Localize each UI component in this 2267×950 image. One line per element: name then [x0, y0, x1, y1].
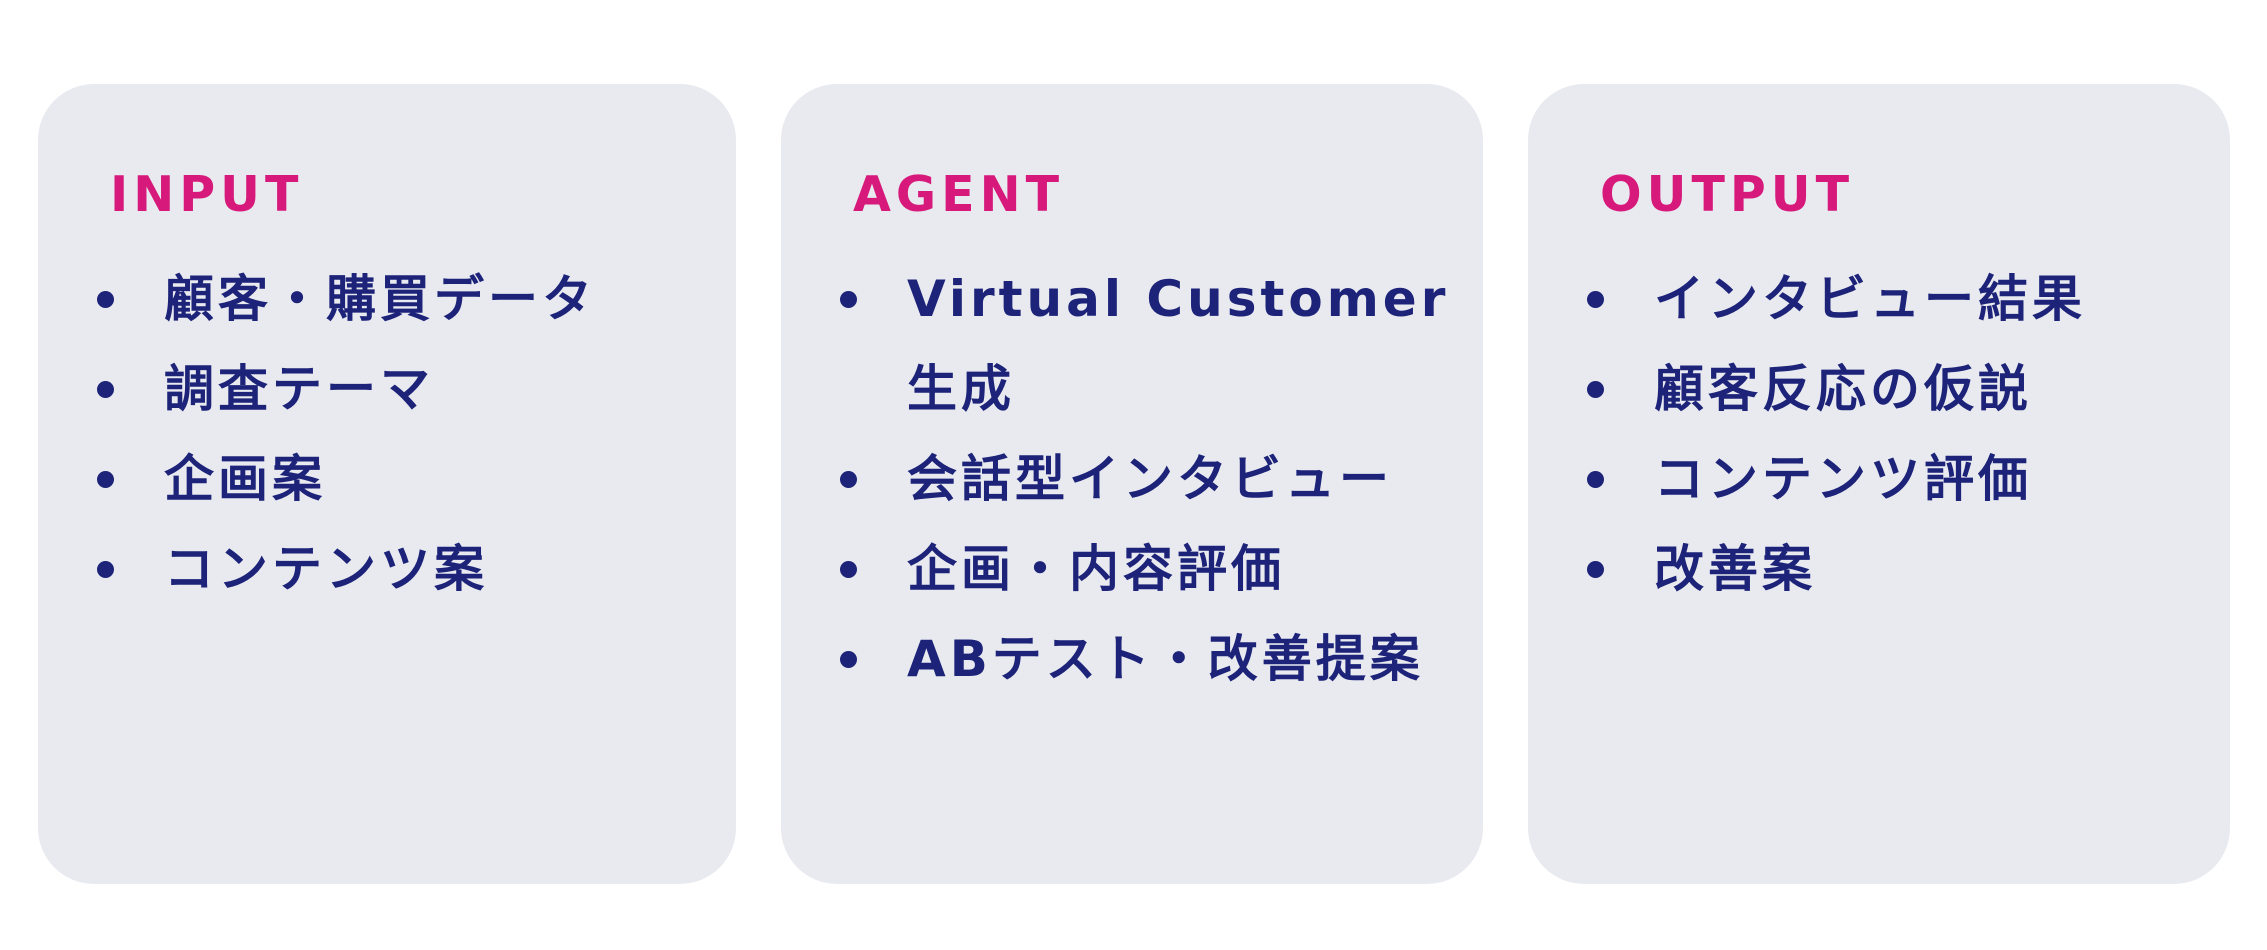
list-item-label: 顧客・購買データ [164, 270, 596, 328]
output-item-list: インタビュー結果 顧客反応の仮説 コンテンツ評価 改善案 [1528, 254, 2200, 614]
input-item-list: 顧客・購買データ 調査テーマ 企画案 コンテンツ案 [38, 254, 706, 614]
list-item-label: ABテスト・改善提案 [907, 630, 1424, 688]
list-item: ABテスト・改善提案 [781, 614, 1453, 704]
bullet-icon [1587, 471, 1604, 488]
bullet-icon [97, 291, 114, 308]
bullet-icon [97, 381, 114, 398]
output-card: OUTPUT インタビュー結果 顧客反応の仮説 コンテンツ評価 改善案 [1528, 84, 2230, 884]
input-card: INPUT 顧客・購買データ 調査テーマ 企画案 コンテンツ案 [38, 84, 736, 884]
list-item-label: 企画案 [164, 450, 326, 508]
list-item-label: コンテンツ案 [164, 540, 488, 598]
bullet-icon [1587, 381, 1604, 398]
list-item: コンテンツ案 [38, 524, 706, 614]
list-item: 会話型インタビュー [781, 434, 1453, 524]
list-item-label: 顧客反応の仮説 [1654, 360, 2032, 418]
bullet-icon [1587, 561, 1604, 578]
list-item: Virtual Customer 生成 [781, 254, 1453, 434]
bullet-icon [840, 561, 857, 578]
bullet-icon [97, 471, 114, 488]
list-item-label: 調査テーマ [164, 360, 434, 418]
list-item-label: 改善案 [1654, 540, 1816, 598]
list-item-label: インタビュー結果 [1654, 270, 2086, 328]
list-item: 企画・内容評価 [781, 524, 1453, 614]
list-item-label: コンテンツ評価 [1654, 450, 2032, 508]
list-item-label: 会話型インタビュー [907, 450, 1393, 508]
list-item: 企画案 [38, 434, 706, 524]
agent-card: AGENT Virtual Customer 生成 会話型インタビュー 企画・内… [781, 84, 1483, 884]
bullet-icon [840, 471, 857, 488]
list-item: コンテンツ評価 [1528, 434, 2200, 524]
bullet-icon [840, 291, 857, 308]
list-item: インタビュー結果 [1528, 254, 2200, 344]
bullet-icon [840, 651, 857, 668]
input-card-title: INPUT [110, 166, 304, 223]
list-item: 調査テーマ [38, 344, 706, 434]
output-card-title: OUTPUT [1600, 166, 1854, 223]
list-item-label: 企画・内容評価 [907, 540, 1285, 598]
agent-card-title: AGENT [853, 166, 1065, 223]
bullet-icon [1587, 291, 1604, 308]
list-item: 顧客反応の仮説 [1528, 344, 2200, 434]
agent-item-list: Virtual Customer 生成 会話型インタビュー 企画・内容評価 AB… [781, 254, 1453, 704]
list-item-label: Virtual Customer 生成 [907, 270, 1450, 418]
list-item: 改善案 [1528, 524, 2200, 614]
bullet-icon [97, 561, 114, 578]
list-item: 顧客・購買データ [38, 254, 706, 344]
